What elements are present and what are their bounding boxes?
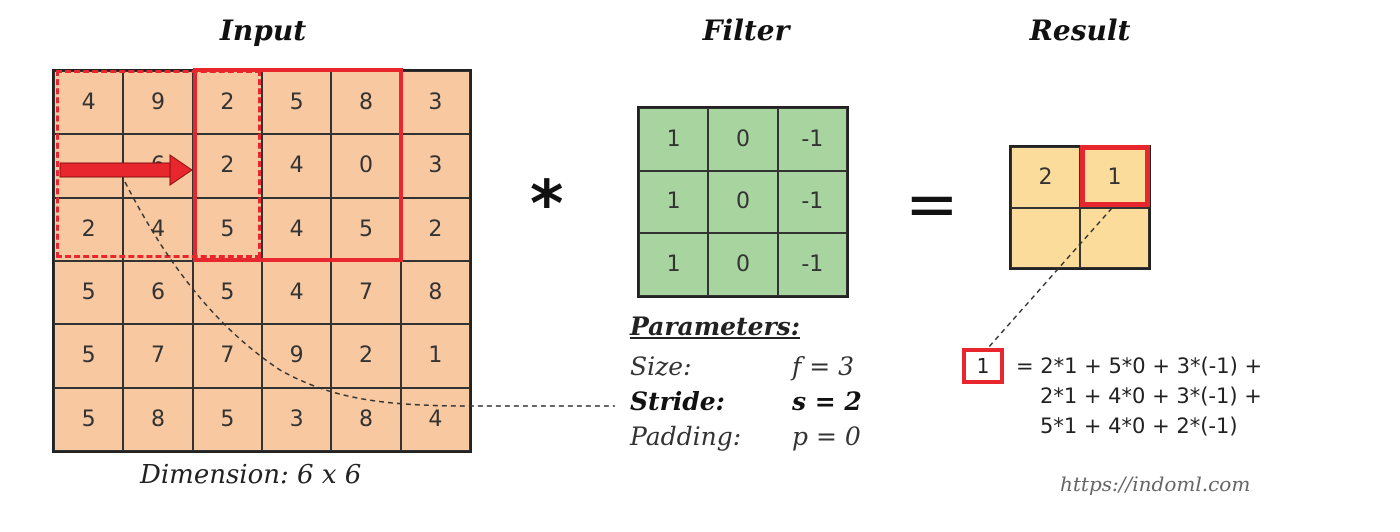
equals-operator: = — [905, 168, 959, 242]
param-size-label: Size: — [630, 352, 692, 381]
result-highlight-frame — [1080, 145, 1150, 207]
input-title: Input — [219, 14, 307, 47]
filter-cell: -1 — [777, 233, 847, 296]
input-cell: 2 — [192, 71, 262, 135]
dimension-label: Dimension: 6 x 6 — [140, 460, 362, 490]
input-cell: 7 — [123, 324, 193, 388]
filter-cell: 0 — [708, 233, 778, 296]
parameters-title: Parameters: — [630, 312, 800, 341]
input-cell: 3 — [400, 71, 470, 135]
result-matrix: 2 1 — [1009, 145, 1151, 270]
input-cell: 3 — [262, 387, 332, 451]
input-cell: 5 — [192, 197, 262, 261]
param-padding-value: p = 0 — [792, 422, 861, 451]
param-stride: Stride: s = 2 — [630, 387, 890, 416]
filter-cell: 0 — [708, 108, 778, 171]
input-cell: 8 — [331, 387, 401, 451]
equation-line: = 2*1 + 5*0 + 3*(-1) + — [1016, 354, 1263, 378]
input-cell: 9 — [123, 71, 193, 135]
source-url: https://indoml.com — [1060, 472, 1251, 496]
input-cell: 7 — [192, 324, 262, 388]
convolution-operator: * — [530, 168, 564, 242]
input-cell: 5 — [262, 71, 332, 135]
equation-line: 5*1 + 4*0 + 2*(-1) — [1040, 414, 1238, 438]
param-stride-value: s = 2 — [792, 387, 862, 416]
result-cell: 2 — [1011, 147, 1080, 208]
filter-cell: -1 — [777, 108, 847, 171]
input-cell: 6 — [123, 260, 193, 325]
input-cell: 8 — [400, 260, 470, 325]
param-size-value: f = 3 — [792, 352, 854, 381]
input-cell: 2 — [192, 134, 262, 198]
filter-cell: 1 — [639, 170, 709, 234]
filter-cell: 1 — [639, 108, 709, 171]
input-cell: 5 — [54, 260, 124, 325]
filter-matrix: 1 0 -1 1 0 -1 1 0 -1 — [637, 106, 849, 298]
filter-cell: 0 — [708, 170, 778, 234]
input-cell: 2 — [331, 324, 401, 388]
result-cell — [1080, 207, 1149, 268]
param-padding-label: Padding: — [630, 422, 742, 451]
input-cell: 4 — [123, 197, 193, 261]
input-cell: 3 — [400, 134, 470, 198]
current-window-frame — [193, 68, 403, 262]
input-cell: 7 — [331, 260, 401, 325]
equation-line: 2*1 + 4*0 + 3*(-1) + — [1040, 384, 1262, 408]
input-cell: 4 — [262, 197, 332, 261]
filter-cell: -1 — [777, 170, 847, 234]
previous-window-frame — [56, 70, 261, 258]
filter-cell: 1 — [639, 233, 709, 296]
param-stride-label: Stride: — [630, 387, 725, 416]
param-size: Size: f = 3 — [630, 352, 890, 381]
input-cell: 5 — [54, 387, 124, 451]
input-cell: 2 — [400, 197, 470, 261]
input-cell: 4 — [262, 134, 332, 198]
result-title: Result — [1029, 14, 1131, 47]
equation-result-box: 1 — [962, 348, 1004, 384]
input-cell: 2 — [54, 197, 124, 261]
input-cell: 9 — [262, 324, 332, 388]
input-cell: 8 — [123, 387, 193, 451]
input-cell: 5 — [54, 324, 124, 388]
input-cell: 5 — [192, 387, 262, 451]
input-cell: 1 — [400, 324, 470, 388]
input-cell: 4 — [400, 387, 470, 451]
filter-title: Filter — [702, 14, 790, 47]
input-cell: 5 — [192, 260, 262, 325]
input-cell: 0 — [331, 134, 401, 198]
stride-arrow-icon — [59, 154, 193, 186]
stride-connector-line — [124, 181, 615, 407]
result-connector-line — [987, 207, 1113, 349]
param-padding: Padding: p = 0 — [630, 422, 890, 451]
